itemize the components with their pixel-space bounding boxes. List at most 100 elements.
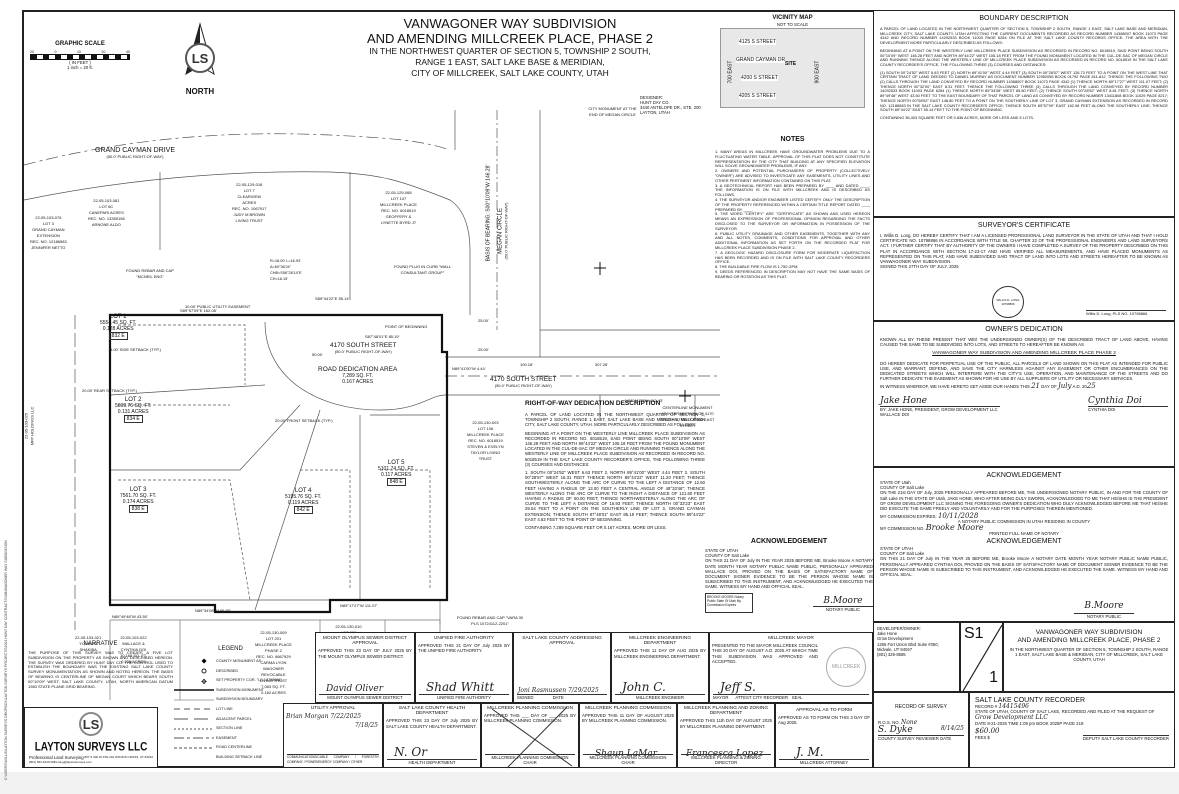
approval-signature: Joni Rasmussen 7/29/2025 — [518, 687, 599, 694]
lot-address: 838 E — [128, 505, 148, 513]
ack-text: ON THIS 21 DAY OF July IN THE YEAR 25 BE… — [880, 556, 1168, 578]
parcel-line: REC. NO. 6018519 — [468, 438, 503, 443]
side-setback-label: 5.00' SIDE SETBACK (TYP.) — [110, 347, 161, 352]
lot-acres: 0.128 ACRES — [102, 326, 134, 332]
approval-title: MILLCREEK PLANNING AND ZONING DEPARTMENT — [683, 706, 769, 717]
notes-list: 1. MANY AREAS IN MILLCREEK HAVE GROUNDWA… — [715, 149, 870, 280]
legend-easement: EASEMENT — [216, 735, 237, 740]
boundary-description: BOUNDARY DESCRIPTION A PARCEL OF LAND LO… — [873, 10, 1175, 217]
ros-footer: COUNTY SURVEY REVIEWER DATE — [878, 735, 964, 741]
scale-ratio: 1 inch = 20 ft. — [67, 65, 93, 71]
acknowledgements: ACKNOWLEDGEMENT STATE OF Utah COUNTY OF … — [873, 467, 1175, 622]
vicinity-map: VICINITY MAP NOT TO SCALE 4125 S STREET … — [715, 14, 870, 114]
row-paragraph: A PARCEL OF LAND LOCATED IN THE NORTHWES… — [525, 412, 705, 428]
street-row: (50.0' PUBLIC RIGHT-OF-WAY) — [106, 154, 164, 159]
witness-text: IN WITNESS WHEREOF, WE HAVE HERETO SET A… — [880, 384, 1030, 390]
row-title: RIGHT-OF-WAY DEDICATION DESCRIPTION — [525, 400, 661, 407]
vicinity-street: 700 EAST — [727, 60, 734, 84]
lot-area: 5101.74 SQ. FT. — [378, 466, 415, 472]
ack-county: COUNTY OF Salt Lake — [880, 485, 925, 491]
note-item: 2. OWNERS AND POTENTIAL PURCHASERS OF PR… — [715, 168, 870, 183]
street-name: GRAND CAYMAN DRIVE — [95, 147, 175, 154]
ack-state: STATE OF UTAH — [705, 548, 738, 553]
monument-symbol — [594, 262, 606, 275]
notary-name: Brooke Moore — [925, 522, 984, 532]
svg-text:LS: LS — [192, 51, 209, 66]
lot-address: 834 E — [123, 415, 143, 423]
sheet-number: S1 1 — [960, 622, 1003, 692]
parcel-line: ACRES — [242, 200, 257, 205]
vicinity-title: VICINITY MAP — [772, 15, 813, 21]
approval-signature: Jeff S. — [720, 680, 756, 694]
owner-by: CYNTHIA DOI — [1088, 405, 1168, 412]
lot-area: 5554.45 SQ. FT. — [100, 320, 137, 326]
lot-address: 842 E — [293, 506, 313, 514]
legend-property-corner: SET PROPERTY COR. "LS 10798866" — [216, 678, 283, 683]
approval-footer: MILLCREEK PLANNING COMMISSION CHAIR — [583, 753, 673, 765]
parcel-line: EXTENSION — [36, 233, 60, 238]
ack-title: ACKNOWLEDGEMENT — [986, 538, 1062, 546]
approval-title: MILLCREEK MAYOR — [768, 636, 814, 641]
company-tagline: Professional Land Surveying — [29, 755, 84, 760]
parcel-line: ARNONE ALDO — [91, 222, 121, 227]
approval-footer: MILLCREEK PLANNING & ZONING DIRECTOR — [681, 753, 771, 765]
road-dedication-sqft: 7,289 SQ. FT. — [342, 373, 374, 379]
notary-label: NOTARY PUBLIC — [1074, 612, 1134, 619]
owner-paragraph: KNOWN ALL BY THESE PRESENT THAT WE/I THE… — [880, 337, 1168, 348]
legend-boundary: SUBDIVISION BOUNDARY — [216, 697, 263, 702]
owner-signature: Jake Hone — [880, 395, 928, 406]
monument-note: FOUND REBAR AND CAP "MCNEIL ENG" — [126, 268, 174, 279]
street-row: (50.0' PUBLIC RIGHT-OF-WAY) — [494, 383, 552, 388]
parcel-line: JUDY M BROWN — [233, 212, 265, 217]
recorder-request: Grow Development LLC — [975, 714, 1048, 722]
svg-text:✥: ✥ — [201, 678, 207, 686]
monument-symbol — [679, 390, 691, 402]
lot-name: LOT 5 — [387, 460, 405, 466]
developer-line: 1265 Fort Union Blvd Suite #350, — [877, 641, 939, 647]
vicinity-street: 4205 S STREET — [739, 93, 776, 99]
street-row: (50.0' PUBLIC RIGHT-OF-WAY) — [503, 202, 509, 260]
vicinity-street: 4200 S STREET — [741, 75, 778, 81]
printed-name-label: PRINTED FULL NAME OF NOTARY — [989, 530, 1059, 536]
parcel-line: 22-05-130-003 — [472, 420, 499, 425]
boundary-paragraph: BEGINNING AT A POINT ON THE WESTERLY LIN… — [880, 47, 1168, 67]
road-dedication-acres: 0.167 ACRES — [342, 379, 374, 385]
parcel-line: CLEARVIEW — [237, 194, 261, 199]
parcel-line: REVOCABLE — [261, 672, 286, 677]
scale-title: GRAPHIC SCALE — [55, 41, 105, 47]
vicinity-subtitle: NOT TO SCALE — [776, 22, 809, 27]
parcel-line: WAGONER — [262, 666, 284, 671]
ack-title: ACKNOWLEDGEMENT — [750, 538, 828, 545]
lot-address: 848 E — [386, 478, 406, 486]
company-address: 837 S 300 W STE 201 WOODS CROSS, UT 8401… — [84, 755, 153, 759]
parcel-line: REC. NO. 12186583 — [30, 239, 67, 244]
bearing-label: S89°57'09"E 162.08' — [180, 308, 217, 313]
parcel-line: 7,083 SQ. FT. — [261, 684, 286, 689]
owner-paragraph: DO HEREBY DEDICATE FOR PERPETUAL USE OF … — [880, 360, 1168, 382]
scale-tick: 0 — [54, 50, 57, 54]
designer-block: DESIGNER:HUNT DAY CO.3440 ANTELOPE DR., … — [640, 95, 701, 115]
parcel-line: LOT 201 — [265, 636, 282, 641]
legend-county-monument: COUNTY MONUMENT AS DESCRIBED — [216, 659, 262, 673]
lot-name: LOT 1 — [109, 314, 127, 320]
parcel-line: PHASE 2 — [265, 648, 282, 653]
city-seal: MILLCREEK — [826, 647, 866, 687]
parcel-line: REC. NO. 6018519 — [381, 208, 416, 213]
note-item: 6. PUBLIC UTILITY DRAINAGE AND OTHER EAS… — [715, 230, 870, 250]
street-4170: 4170 SOUTH STREET(50.0' PUBLIC RIGHT-OF-… — [330, 342, 396, 355]
owner-by: BY: JAKE HONE, PRESIDENT, GROW DEVELOPME… — [880, 405, 1000, 412]
approval-title: SALT LAKE COUNTY HEALTH DEPARTMENT — [398, 706, 466, 717]
lot-name: LOT 2 — [124, 397, 142, 403]
